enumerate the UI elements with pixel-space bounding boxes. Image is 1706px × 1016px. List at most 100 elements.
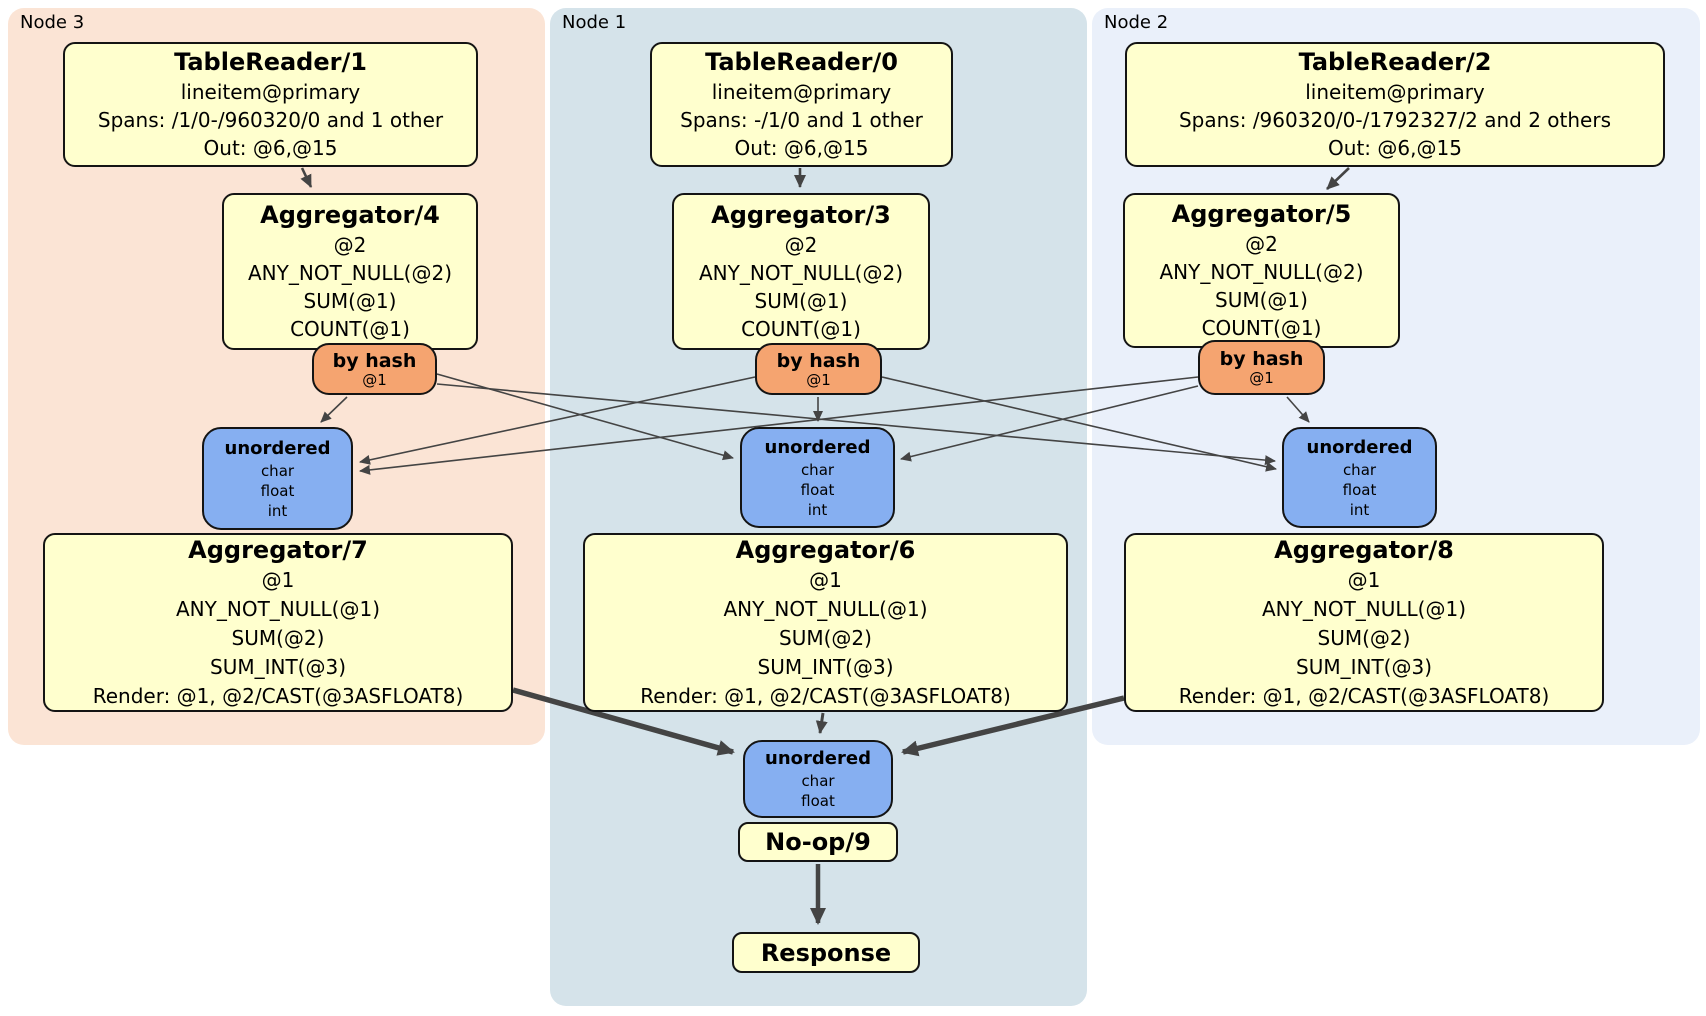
sync-column-type: float: [800, 480, 835, 499]
box-line: SUM(@1): [754, 289, 848, 313]
node3-region-label: Node 3: [20, 12, 85, 33]
box-line: SUM_INT(@3): [1296, 654, 1432, 679]
edge-router2-sync1: [900, 385, 1199, 462]
box-line: SUM(@2): [231, 625, 325, 650]
box-line: Render: @1, @2/CAST(@3ASFLOAT8): [640, 683, 1011, 708]
box-line: Spans: -/1/0 and 1 other: [680, 108, 923, 132]
aggregator-5-box: Aggregator/5 @2 ANY_NOT_NULL(@2) SUM(@1)…: [1123, 193, 1400, 348]
edge-router3-sync2: [436, 383, 1276, 466]
noop-box: No-op/9: [738, 822, 898, 862]
node2-region-label: Node 2: [1104, 12, 1169, 33]
box-line: Out: @6,@15: [203, 136, 338, 160]
box-line: ANY_NOT_NULL(@2): [248, 261, 452, 285]
hash-router-node2: by hash @1: [1198, 340, 1325, 395]
aggregator-5-title: Aggregator/5: [1171, 200, 1352, 228]
edge-router2-sync2: [1286, 396, 1310, 423]
box-line: @2: [333, 233, 367, 257]
box-line: lineitem@primary: [1305, 80, 1485, 104]
sync-title: unordered: [765, 748, 871, 769]
box-line: COUNT(@1): [290, 317, 410, 341]
hash-router-title: by hash: [332, 349, 417, 372]
noop-title: No-op/9: [765, 828, 871, 856]
hash-router-key: @1: [806, 370, 831, 389]
box-line: SUM(@2): [779, 625, 872, 650]
tablereader-2-box: TableReader/2 lineitem@primary Spans: /9…: [1125, 42, 1665, 167]
box-line: lineitem@primary: [711, 80, 892, 104]
final-unordered-sync: unordered char float: [743, 740, 893, 818]
box-line: SUM(@2): [1317, 625, 1411, 650]
box-line: Render: @1, @2/CAST(@3ASFLOAT8): [1178, 683, 1550, 708]
edge-aggregator8-finalsync: [901, 695, 1125, 757]
edge-router2-sync3: [359, 376, 1199, 475]
edge-router3-sync3: [320, 396, 348, 423]
box-line: Render: @1, @2/CAST(@3ASFLOAT8): [92, 683, 464, 708]
response-title: Response: [760, 938, 892, 967]
sync-column-type: int: [1349, 500, 1370, 519]
hash-router-title: by hash: [776, 349, 861, 372]
box-line: ANY_NOT_NULL(@1): [723, 596, 928, 621]
tablereader-1-title: TableReader/1: [174, 48, 367, 76]
box-line: SUM(@1): [1215, 288, 1308, 312]
sync-title: unordered: [1306, 436, 1413, 458]
box-line: @2: [784, 233, 818, 257]
sync-column-type: float: [260, 481, 295, 500]
box-line: SUM_INT(@3): [210, 654, 346, 679]
sync-column-type: float: [1342, 480, 1377, 499]
aggregator-3-box: Aggregator/3 @2 ANY_NOT_NULL(@2) SUM(@1)…: [672, 193, 930, 350]
hash-router-title: by hash: [1219, 348, 1304, 370]
sync-column-type: int: [807, 500, 828, 519]
box-line: ANY_NOT_NULL(@2): [1159, 260, 1364, 284]
hash-router-node1: by hash @1: [755, 343, 882, 395]
box-line: Spans: /960320/0-/1792327/2 and 2 others: [1178, 108, 1611, 132]
hash-router-node3: by hash @1: [312, 343, 437, 395]
aggregator-6-title: Aggregator/6: [735, 535, 916, 564]
sync-column-type: float: [801, 792, 835, 810]
sync-column-type: char: [260, 461, 295, 480]
edge-aggregator6-finalsync: [815, 712, 828, 734]
sync-title: unordered: [764, 436, 871, 458]
box-line: @1: [1347, 567, 1381, 592]
aggregator-4-box: Aggregator/4 @2 ANY_NOT_NULL(@2) SUM(@1)…: [222, 193, 478, 350]
sync-title: unordered: [224, 437, 331, 459]
node1-region-label: Node 1: [562, 12, 627, 33]
aggregator-4-title: Aggregator/4: [260, 201, 440, 229]
edge-aggregator7-finalsync: [512, 687, 735, 756]
hash-router-key: @1: [1249, 369, 1274, 387]
aggregator-7-box: Aggregator/7 @1 ANY_NOT_NULL(@1) SUM(@2)…: [43, 533, 513, 712]
aggregator-3-title: Aggregator/3: [711, 201, 891, 229]
unordered-sync-node1: unordered char float int: [740, 427, 895, 528]
box-line: COUNT(@1): [1201, 316, 1322, 340]
box-line: lineitem@primary: [180, 80, 361, 104]
box-line: @1: [261, 567, 295, 592]
tablereader-2-title: TableReader/2: [1298, 48, 1492, 76]
unordered-sync-node2: unordered char float int: [1282, 427, 1437, 528]
aggregator-8-box: Aggregator/8 @1 ANY_NOT_NULL(@1) SUM(@2)…: [1124, 533, 1604, 712]
box-line: Out: @6,@15: [1328, 136, 1462, 160]
hash-router-key: @1: [362, 370, 387, 389]
aggregator-7-title: Aggregator/7: [188, 535, 368, 564]
box-line: SUM(@1): [303, 289, 397, 313]
aggregator-6-box: Aggregator/6 @1 ANY_NOT_NULL(@1) SUM(@2)…: [583, 533, 1068, 712]
box-line: SUM_INT(@3): [757, 654, 894, 679]
box-line: @2: [1245, 232, 1278, 256]
edge-router1-sync2: [881, 376, 1277, 472]
sync-column-type: char: [801, 772, 835, 790]
tablereader-1-box: TableReader/1 lineitem@primary Spans: /1…: [63, 42, 478, 167]
box-line: @1: [809, 567, 842, 592]
sync-column-type: int: [267, 501, 288, 520]
edge-tablereader2-aggregator5: [1326, 167, 1350, 190]
box-line: Out: @6,@15: [734, 136, 869, 160]
tablereader-0-box: TableReader/0 lineitem@primary Spans: -/…: [650, 42, 953, 167]
edge-router1-sync3: [359, 376, 756, 465]
aggregator-8-title: Aggregator/8: [1274, 535, 1454, 564]
sync-column-type: char: [1342, 460, 1377, 479]
unordered-sync-node3: unordered char float int: [202, 427, 353, 530]
tablereader-0-title: TableReader/0: [705, 48, 898, 76]
box-line: COUNT(@1): [741, 317, 861, 341]
box-line: ANY_NOT_NULL(@1): [176, 596, 380, 621]
edge-tablereader1-aggregator4: [300, 167, 313, 188]
response-box: Response: [732, 932, 920, 973]
box-line: ANY_NOT_NULL(@2): [699, 261, 903, 285]
box-line: Spans: /1/0-/960320/0 and 1 other: [97, 108, 444, 132]
